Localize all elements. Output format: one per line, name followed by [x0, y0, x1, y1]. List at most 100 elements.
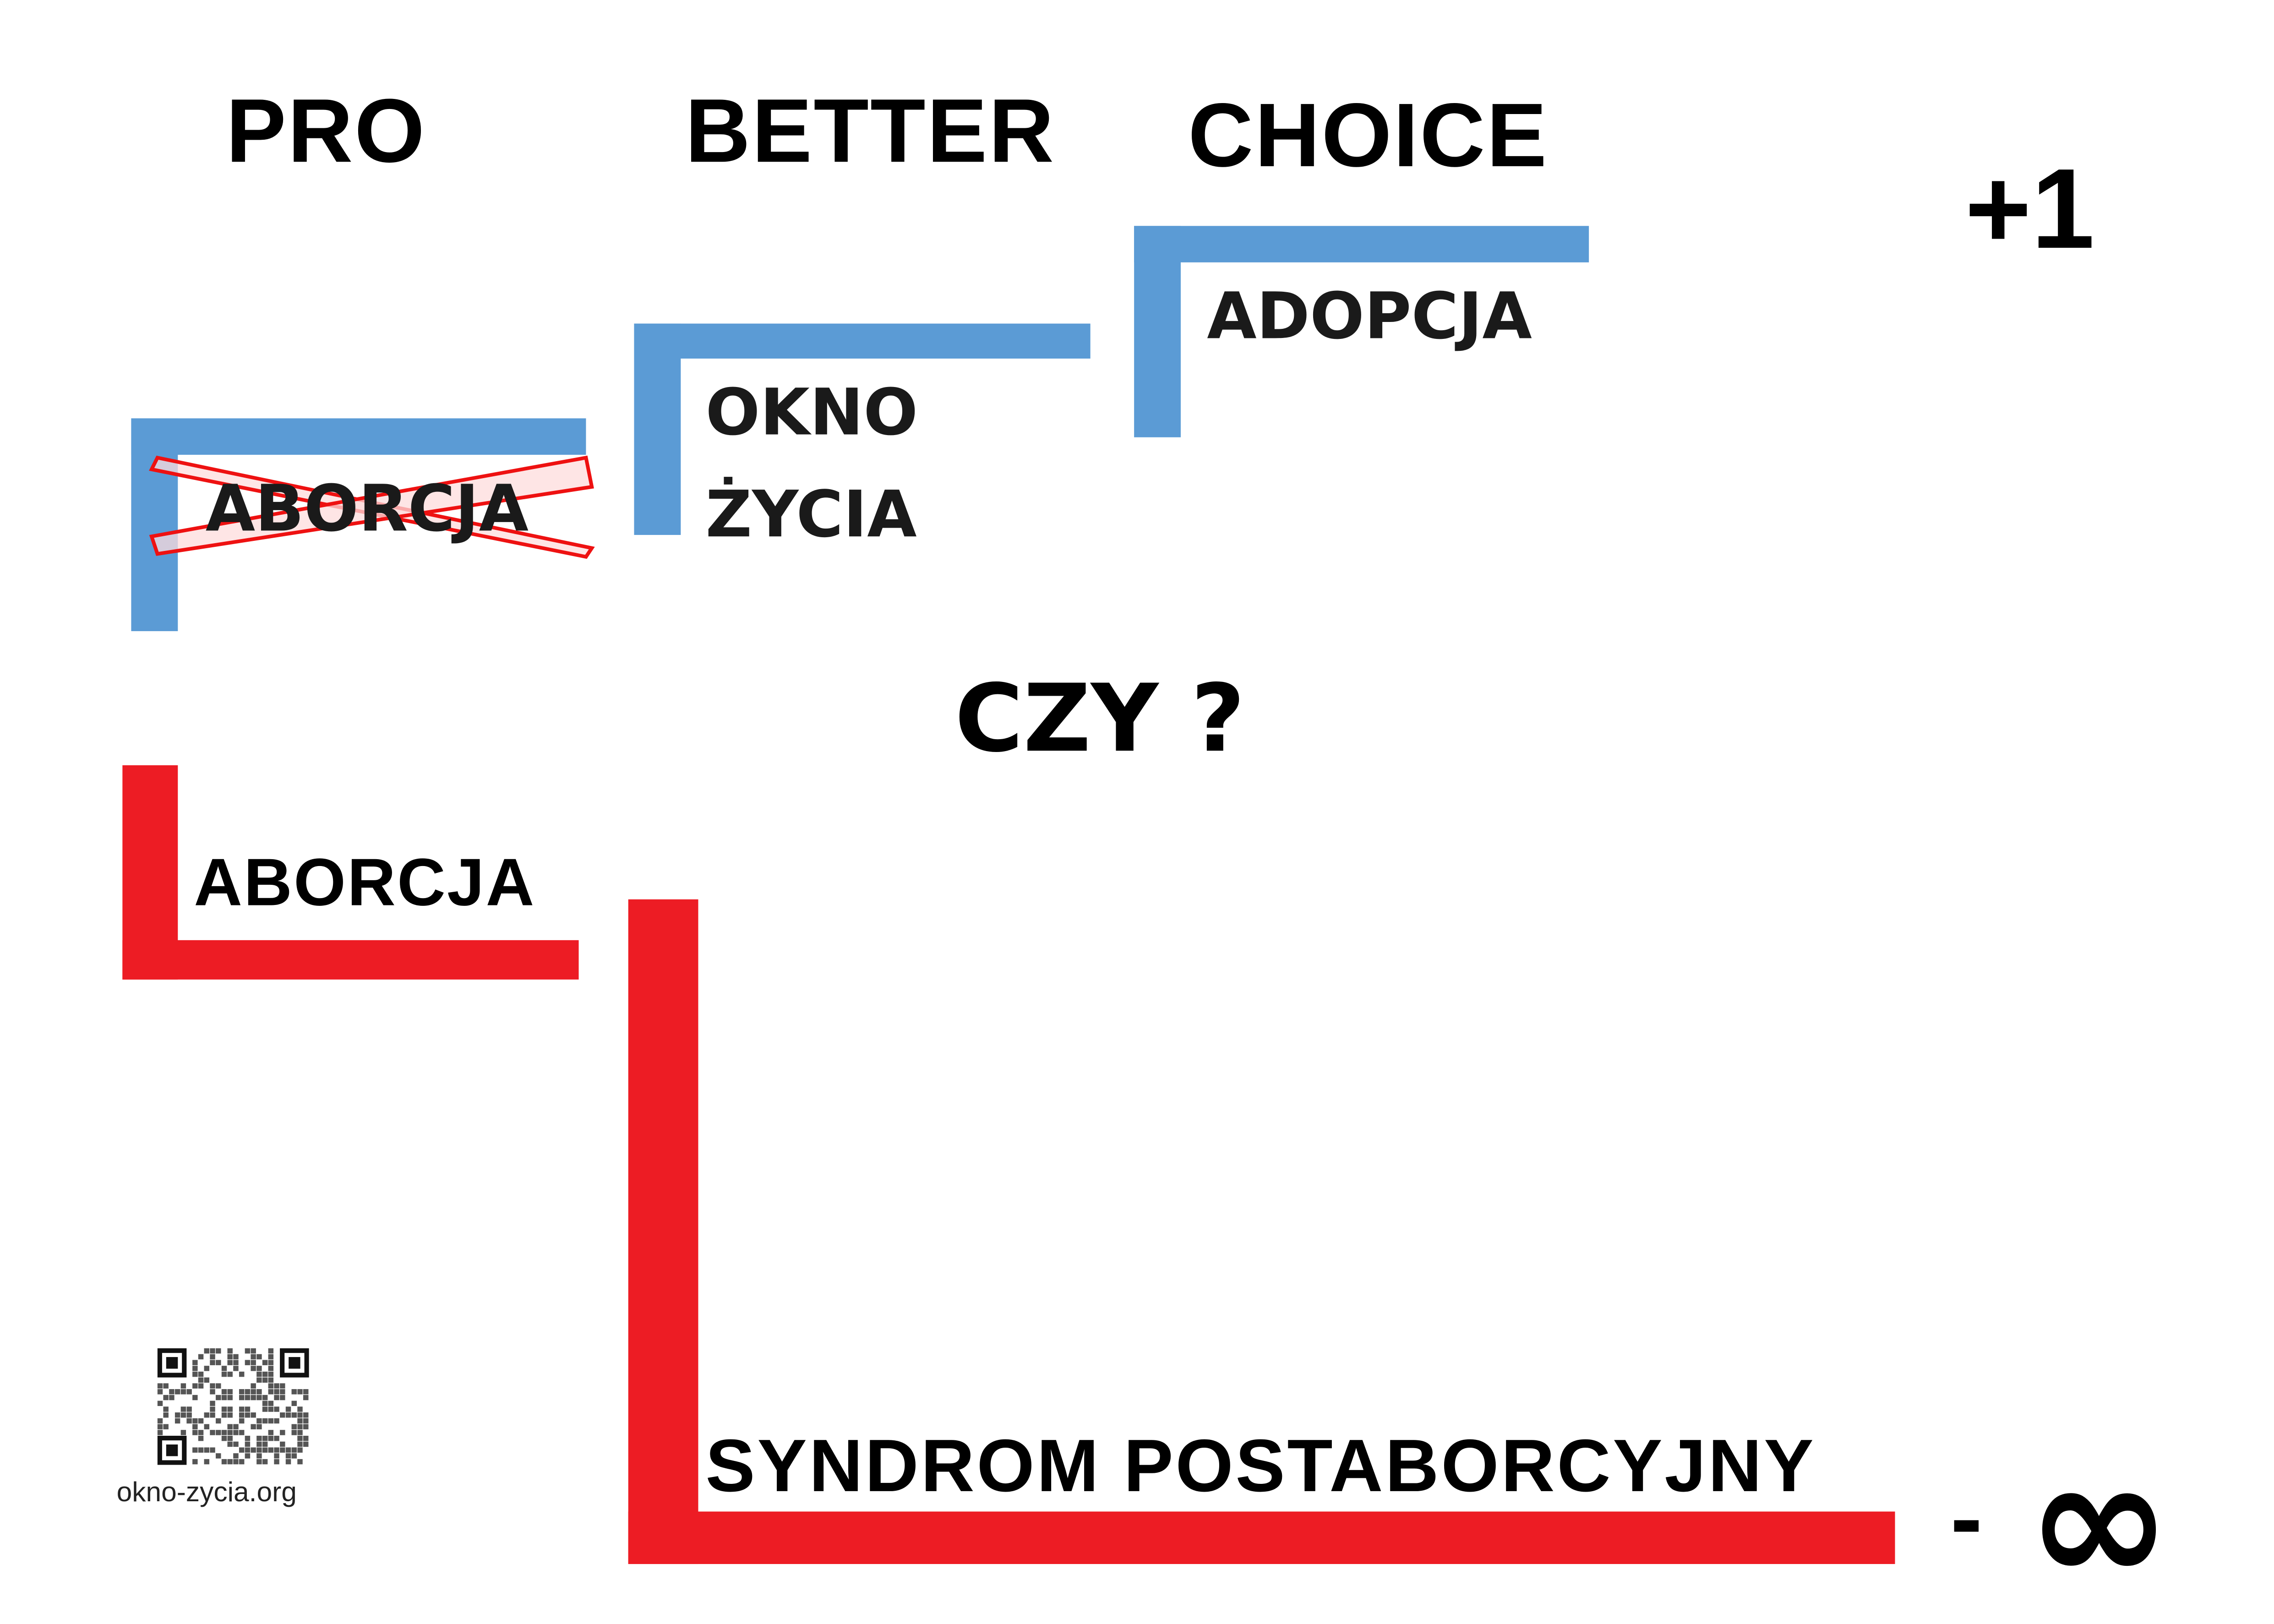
qr-module	[268, 1406, 274, 1412]
qr-module	[210, 1406, 215, 1412]
qr-module	[233, 1453, 239, 1459]
blue-step-2-side	[634, 323, 681, 535]
qr-module	[256, 1395, 262, 1401]
qr-module	[245, 1412, 251, 1418]
qr-module	[268, 1389, 274, 1395]
qr-module	[216, 1418, 221, 1424]
qr-module	[216, 1383, 221, 1389]
qr-module	[192, 1418, 198, 1424]
qr-module	[245, 1395, 251, 1401]
qr-module	[216, 1453, 221, 1459]
qr-module	[204, 1377, 210, 1383]
qr-module	[262, 1435, 268, 1441]
cross-out-icon	[149, 455, 595, 559]
qr-module	[227, 1441, 233, 1447]
qr-module	[239, 1459, 245, 1465]
qr-module	[256, 1389, 262, 1395]
qr-module	[297, 1435, 303, 1441]
qr-module	[251, 1366, 256, 1371]
qr-module	[291, 1424, 297, 1429]
qr-module	[268, 1383, 274, 1389]
qr-module	[262, 1441, 268, 1447]
qr-module	[186, 1418, 192, 1424]
qr-module	[198, 1371, 204, 1377]
qr-module	[256, 1366, 262, 1371]
qr-module	[157, 1418, 163, 1424]
footer-url[interactable]: okno-zycia.org	[116, 1478, 297, 1509]
qr-module	[274, 1453, 279, 1459]
qr-module	[268, 1430, 274, 1435]
question-text: CZY ?	[954, 666, 1245, 774]
qr-module	[280, 1383, 285, 1389]
qr-module	[198, 1377, 204, 1383]
qr-module	[239, 1412, 245, 1418]
qr-module	[192, 1424, 198, 1429]
qr-module	[280, 1430, 285, 1435]
qr-module	[280, 1412, 285, 1418]
qr-module	[227, 1395, 233, 1401]
blue-step-3-side	[1134, 226, 1181, 437]
qr-module	[192, 1366, 198, 1371]
qr-module	[180, 1389, 186, 1395]
qr-module	[166, 1444, 178, 1456]
blue-step-1-side	[131, 418, 178, 632]
qr-module	[227, 1459, 233, 1465]
qr-module	[285, 1406, 291, 1412]
qr-module	[239, 1418, 245, 1424]
qr-module	[256, 1377, 262, 1383]
qr-module	[227, 1424, 233, 1429]
qr-module	[245, 1406, 251, 1412]
qr-module	[192, 1447, 198, 1453]
qr-module	[192, 1360, 198, 1365]
header-pro: PRO	[226, 82, 426, 182]
qr-module	[268, 1435, 274, 1441]
qr-module	[175, 1418, 180, 1424]
qr-code-icon[interactable]	[157, 1348, 309, 1465]
qr-module	[163, 1412, 169, 1418]
header-choice: CHOICE	[1188, 86, 1549, 187]
qr-module	[245, 1441, 251, 1447]
blue-step-2-label-line1: OKNO	[705, 376, 918, 451]
qr-module	[239, 1430, 245, 1435]
qr-module	[268, 1447, 274, 1453]
qr-module	[297, 1441, 303, 1447]
qr-module	[192, 1459, 198, 1465]
qr-module	[186, 1406, 192, 1412]
qr-module	[221, 1366, 227, 1371]
qr-module	[280, 1389, 285, 1395]
qr-module	[291, 1401, 297, 1406]
qr-module	[297, 1459, 303, 1465]
qr-module	[163, 1406, 169, 1412]
qr-module	[192, 1430, 198, 1435]
qr-module	[157, 1383, 163, 1389]
red-step-2-bottom	[628, 1511, 1895, 1564]
qr-module	[256, 1441, 262, 1447]
qr-module	[227, 1430, 233, 1435]
qr-module	[198, 1435, 204, 1441]
qr-module	[186, 1389, 192, 1395]
qr-module	[233, 1441, 239, 1447]
qr-module	[163, 1424, 169, 1429]
qr-module	[163, 1395, 169, 1401]
qr-module	[251, 1424, 256, 1429]
qr-module	[180, 1383, 186, 1389]
qr-module	[268, 1371, 274, 1377]
qr-module	[262, 1371, 268, 1377]
infinity-symbol: ∞	[2026, 1421, 2172, 1624]
qr-module	[297, 1424, 303, 1429]
qr-module	[256, 1371, 262, 1377]
qr-module	[303, 1441, 309, 1447]
qr-module	[291, 1389, 297, 1395]
qr-module	[227, 1348, 233, 1354]
qr-module	[216, 1430, 221, 1435]
qr-module	[251, 1447, 256, 1453]
qr-module	[274, 1435, 279, 1441]
qr-module	[221, 1395, 227, 1401]
qr-module	[233, 1424, 239, 1429]
qr-module	[274, 1395, 279, 1401]
qr-module	[198, 1447, 204, 1453]
qr-module	[227, 1360, 233, 1365]
qr-module	[210, 1401, 215, 1406]
qr-module	[256, 1435, 262, 1441]
qr-module	[262, 1459, 268, 1465]
